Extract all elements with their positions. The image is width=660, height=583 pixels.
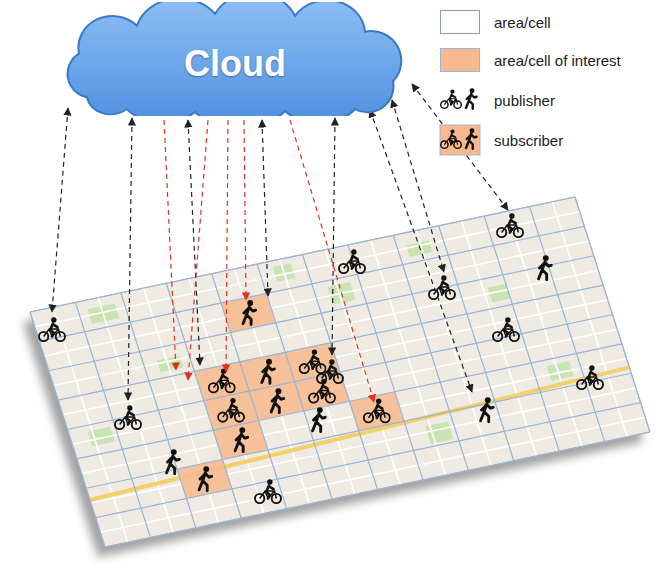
map-ground (30, 197, 650, 547)
notification-arrow (226, 120, 228, 372)
data-flow-arrow (412, 84, 508, 210)
node-text-wrap: Cloud (55, 2, 415, 116)
grid-line (58, 285, 603, 400)
publisher-icon (39, 317, 65, 341)
legend-label: publisher (494, 92, 555, 109)
grid-line (68, 315, 613, 430)
cell-of-interest (440, 125, 480, 155)
grid-line (39, 226, 584, 341)
publisher-sample (438, 84, 482, 116)
grid-line (49, 256, 594, 371)
legend-entry: subscriber (438, 124, 563, 156)
publisher-icon (255, 479, 281, 503)
data-flow-arrow (188, 120, 200, 365)
data-flow-arrow (332, 118, 335, 355)
walker-icon (466, 128, 477, 148)
data-flow-arrow (52, 108, 68, 312)
data-flow-arrow (128, 118, 132, 400)
subscriber-sample (438, 124, 482, 156)
grid-line (105, 432, 650, 547)
publisher-icon (313, 407, 326, 432)
data-flow-arrow (262, 120, 268, 296)
publisher-icon (539, 255, 552, 280)
walker-icon (466, 88, 477, 108)
publisher-icon (167, 449, 180, 474)
notification-arrow (164, 120, 176, 370)
subscriber-icon (199, 466, 212, 491)
subscriber-icon (364, 399, 390, 423)
subscriber-icon (235, 427, 248, 452)
subscriber-icon (218, 398, 244, 422)
bike-icon (441, 89, 462, 108)
grid-line (30, 197, 575, 312)
grid-line (77, 344, 622, 459)
subscriber-icon (209, 369, 235, 393)
grid-line (86, 373, 631, 488)
cell-of-interest (213, 421, 268, 460)
legend-label: area/cell (494, 14, 551, 31)
cell-swatch (440, 10, 480, 34)
legend-label: subscriber (494, 132, 563, 149)
subscriber-icon (262, 359, 275, 384)
data-flow-arrow (392, 100, 444, 272)
subscriber-icon (243, 300, 256, 325)
bike-icon (441, 129, 462, 148)
subscriber-icon (271, 388, 284, 413)
legend-entry: publisher (438, 84, 555, 116)
publisher-icon (429, 275, 455, 299)
cloud-node: Cloud (55, 2, 415, 116)
publisher-icon (497, 213, 523, 237)
publisher-icon (481, 397, 494, 422)
publisher-icon (317, 359, 343, 383)
legend-entry: area/cell of interest (438, 44, 621, 76)
cell-of-interest (249, 382, 304, 421)
legend-entry: area/cell (438, 6, 551, 38)
cell-of-interest (349, 392, 404, 431)
cloud-label: Cloud (184, 43, 286, 85)
publisher-icon (493, 317, 519, 341)
publisher-icon (577, 365, 603, 389)
legend-label: area/cell of interest (494, 52, 621, 69)
notification-arrow (290, 120, 374, 402)
notification-arrow (244, 120, 246, 300)
subscriber-icon (300, 349, 326, 373)
publisher-icon (115, 405, 141, 429)
cell-of-interest (221, 294, 276, 333)
legend-swatch (440, 48, 480, 72)
publisher-icon (339, 249, 365, 273)
notification-arrow (188, 120, 208, 380)
cloud-outline (68, 2, 402, 116)
grid-line (96, 403, 641, 518)
cell-of-interest (177, 460, 232, 499)
